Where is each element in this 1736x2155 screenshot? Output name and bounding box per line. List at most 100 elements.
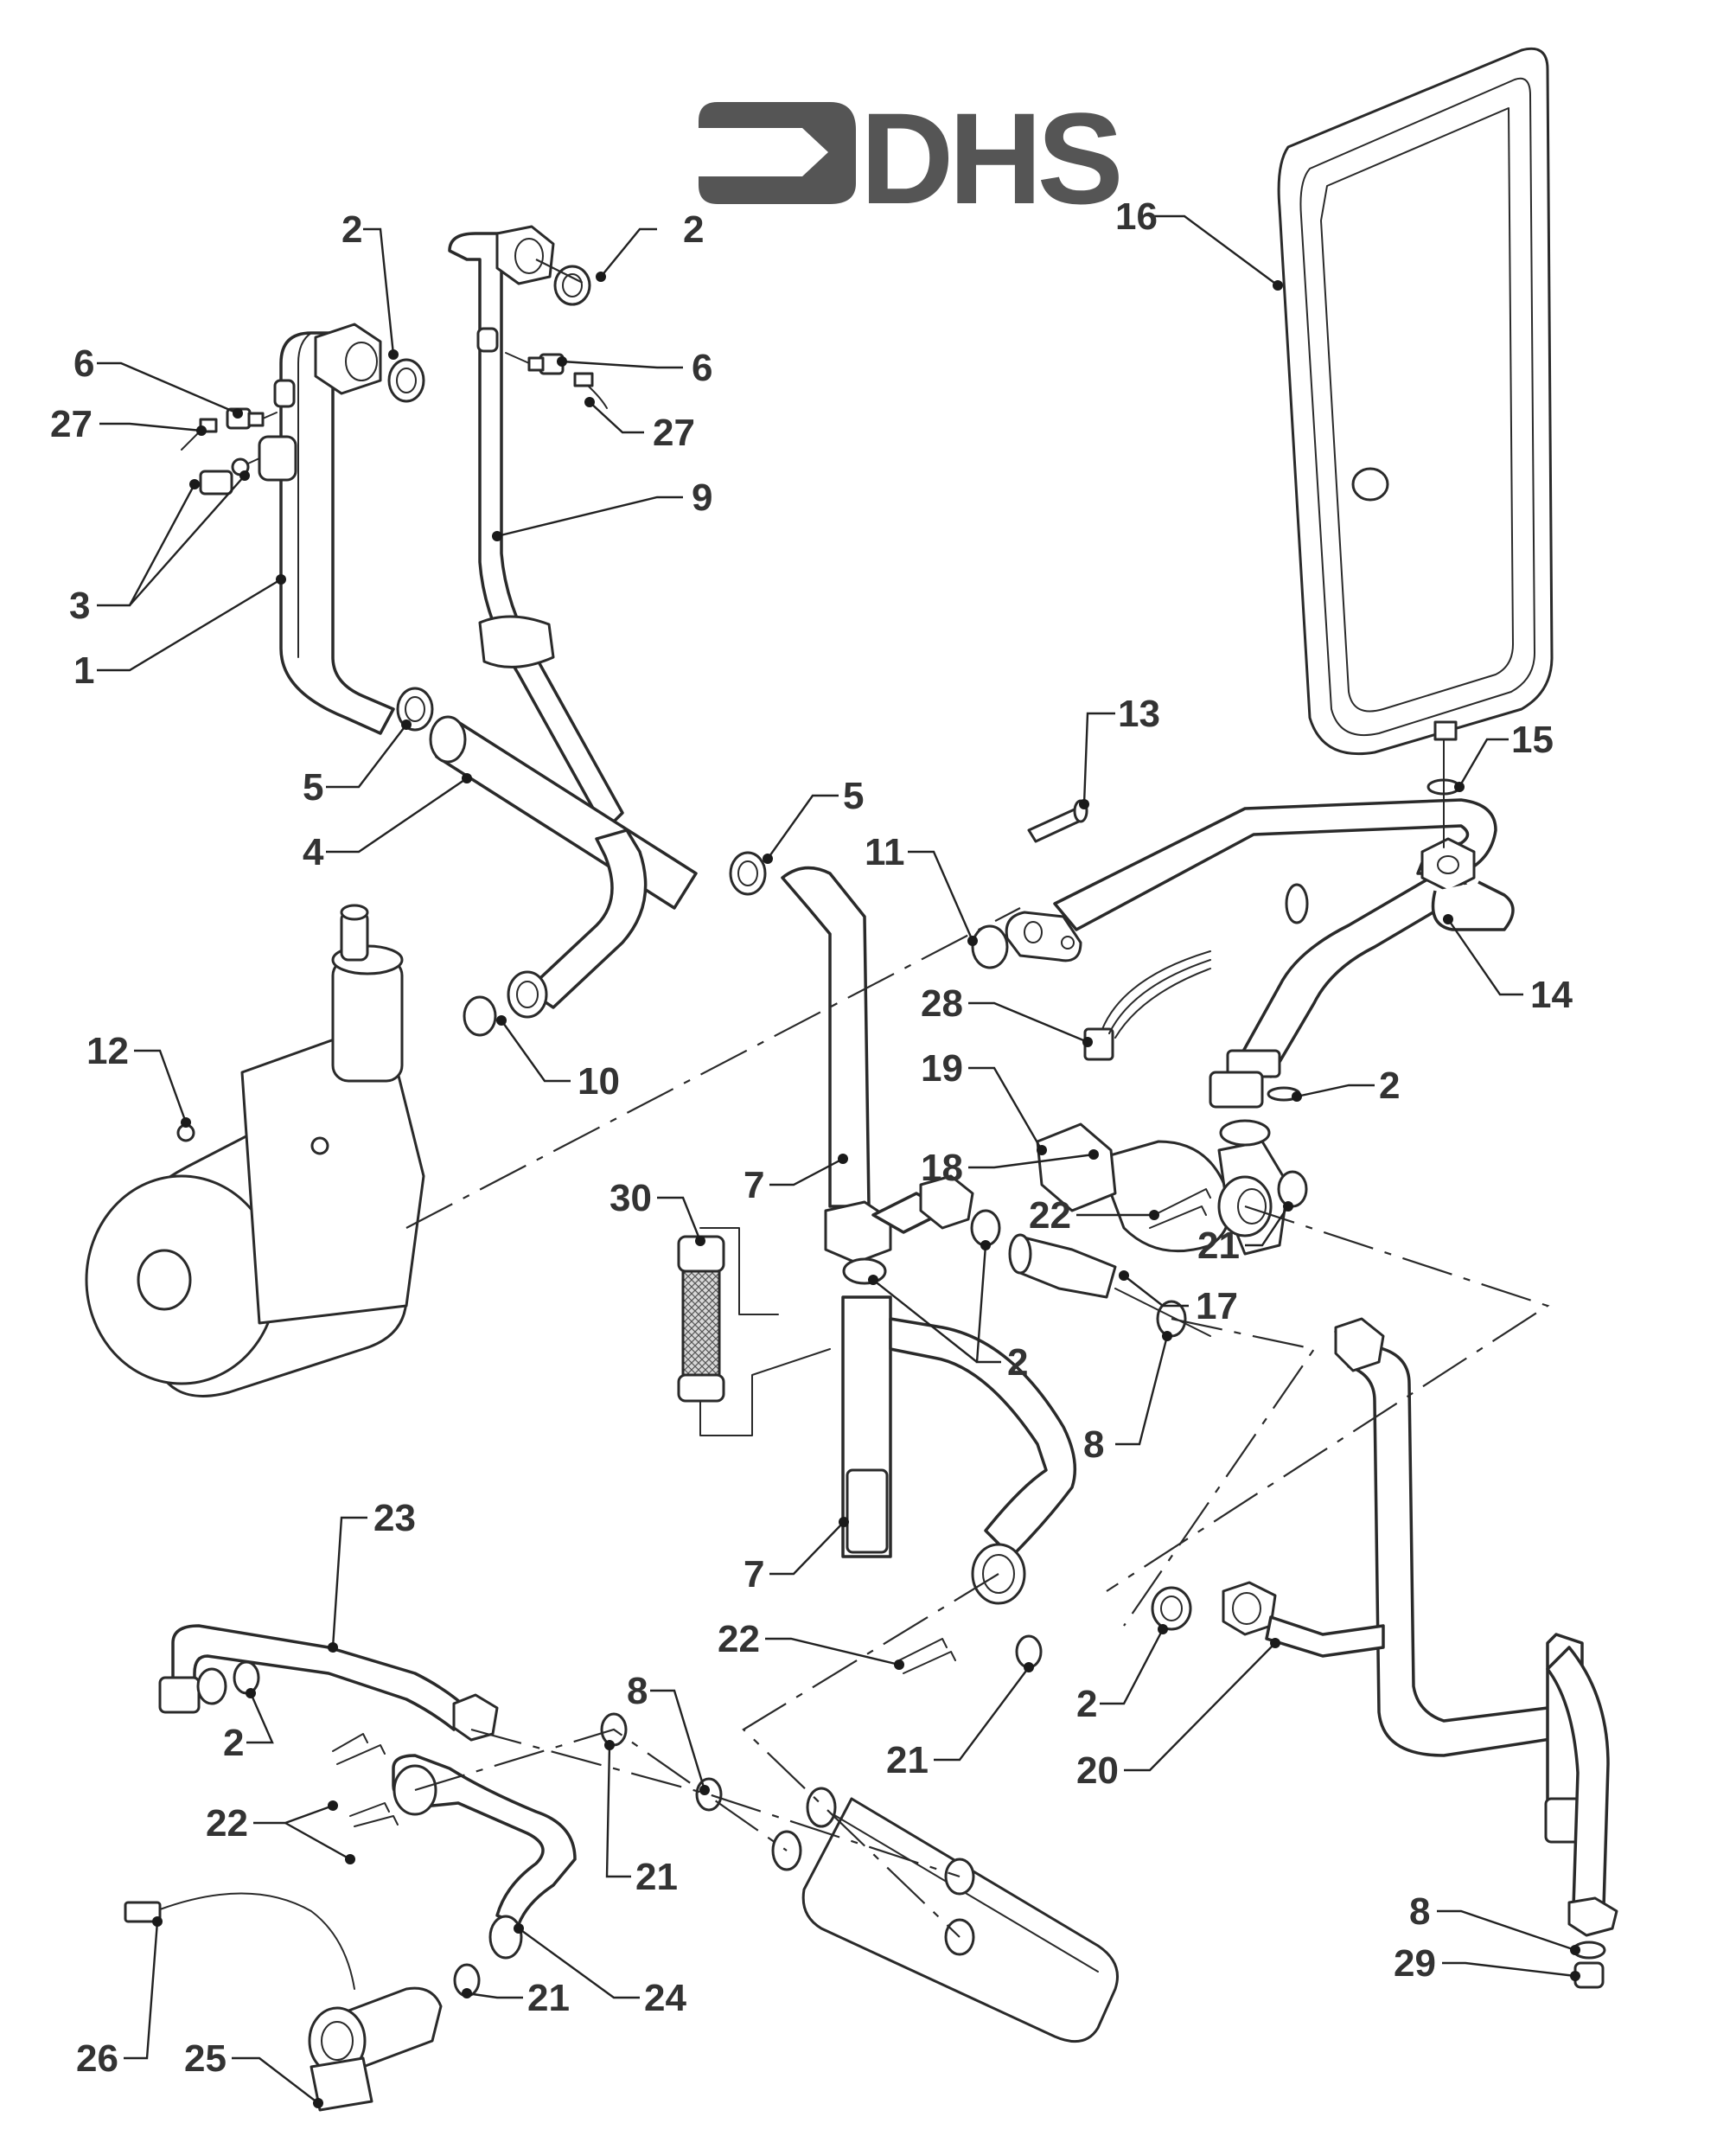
callout-13: 13 — [1079, 693, 1160, 809]
callout-label: 18 — [921, 1147, 963, 1189]
callout-21: 21 — [886, 1662, 1034, 1781]
leader-dot — [838, 1154, 848, 1164]
callout-label: 19 — [921, 1047, 963, 1090]
vessel-washer — [1426, 739, 1461, 848]
callout-label: 28 — [921, 982, 963, 1025]
callout-1: 1 — [73, 574, 286, 692]
leader-line — [1154, 214, 1279, 286]
leader-line — [466, 1992, 523, 1999]
callout-5: 5 — [763, 775, 864, 864]
callout-label: 6 — [73, 342, 94, 385]
callout-23: 23 — [328, 1497, 416, 1653]
leader-dot — [196, 425, 207, 436]
pump-hose — [507, 828, 648, 1019]
leader-line — [605, 1744, 631, 1878]
leader-line — [124, 1921, 159, 2060]
callout-9: 9 — [492, 476, 712, 541]
callout-label: 4 — [303, 831, 324, 873]
callout-2: 2 — [341, 208, 399, 360]
leader-dot — [246, 1688, 256, 1698]
callout-label: 1 — [73, 649, 94, 692]
callout-label: 26 — [76, 2037, 118, 2080]
clip-right — [573, 372, 608, 409]
leader-dot — [1079, 799, 1089, 809]
leader-dot — [1149, 1210, 1159, 1220]
callout-12: 12 — [86, 1030, 191, 1128]
callout-2: 2 — [1292, 1065, 1400, 1107]
leader-dot — [699, 1785, 710, 1795]
leader-dot — [1082, 1037, 1093, 1047]
callout-label: 21 — [886, 1739, 929, 1781]
leader-line — [253, 1804, 334, 1825]
leader-line — [908, 850, 974, 942]
callout-label: 30 — [610, 1177, 652, 1219]
leader-dot — [980, 1240, 991, 1250]
leader-line — [97, 361, 239, 415]
pipe-7-upper — [781, 866, 892, 1264]
leader-line — [326, 724, 407, 789]
callout-8: 8 — [1083, 1331, 1172, 1466]
callout-label: 5 — [843, 775, 864, 817]
leader-line — [97, 578, 282, 672]
screw — [1027, 799, 1088, 843]
callout-24: 24 — [514, 1923, 686, 2019]
pipe-1 — [258, 323, 425, 735]
callout-30: 30 — [610, 1177, 705, 1246]
leader-line — [1124, 1642, 1276, 1772]
callout-label: 10 — [578, 1060, 620, 1103]
callout-label: 25 — [184, 2037, 227, 2080]
callout-label: 2 — [683, 208, 704, 251]
leader-line — [765, 1637, 900, 1666]
o-ring-switch — [1277, 1170, 1308, 1208]
leader-dot — [496, 1015, 507, 1026]
leader-dot — [1273, 280, 1283, 291]
leader-line — [331, 1516, 367, 1648]
leader-line — [769, 1521, 845, 1576]
washer-pipe-7 — [842, 1257, 887, 1285]
callout-15: 15 — [1454, 719, 1554, 792]
callout-label: 7 — [744, 1553, 764, 1595]
o-ring-pump — [463, 995, 497, 1037]
callout-25: 25 — [184, 2037, 323, 2108]
callout-22: 22 — [718, 1618, 904, 1670]
callout-label: 2 — [341, 208, 362, 251]
flange-seal — [971, 924, 1009, 969]
flange-pipe — [1005, 798, 1497, 962]
leader-line — [284, 1821, 351, 1861]
leader-line — [363, 227, 395, 355]
arrow-right-icon — [699, 102, 856, 204]
callout-label: 20 — [1076, 1749, 1119, 1792]
leader-line — [326, 777, 468, 854]
callout-2: 2 — [223, 1688, 274, 1764]
callout-label: 22 — [718, 1618, 760, 1660]
pump — [85, 904, 425, 1397]
leader-dot — [233, 408, 243, 419]
hose-clip-lower — [729, 851, 767, 896]
callout-2: 2 — [868, 1240, 1028, 1384]
callout-label: 23 — [373, 1497, 416, 1539]
callout-label: 2 — [1007, 1341, 1028, 1384]
callout-27: 27 — [584, 397, 695, 454]
leader-dot — [1024, 1662, 1034, 1672]
callout-label: 6 — [692, 347, 712, 389]
callout-29: 29 — [1394, 1942, 1580, 1985]
leader-line — [769, 1157, 844, 1186]
callout-label: 21 — [527, 1977, 570, 2019]
callout-6: 6 — [557, 347, 712, 389]
leader-line — [968, 1066, 1044, 1151]
callout-label: 27 — [653, 412, 695, 454]
callout-label: 3 — [69, 585, 90, 627]
leader-dot — [239, 470, 250, 481]
leader-dot — [1088, 1149, 1099, 1160]
callout-label: 2 — [1379, 1065, 1400, 1107]
callout-label: 27 — [50, 403, 93, 445]
callout-10: 10 — [496, 1015, 620, 1103]
leader-dot — [839, 1517, 849, 1527]
leader-line — [1437, 1909, 1576, 1952]
leader-line — [600, 227, 657, 278]
leader-dot — [1283, 1201, 1293, 1212]
leader-line — [767, 794, 839, 860]
callout-label: 2 — [1076, 1683, 1097, 1725]
callout-26: 26 — [76, 1916, 163, 2080]
